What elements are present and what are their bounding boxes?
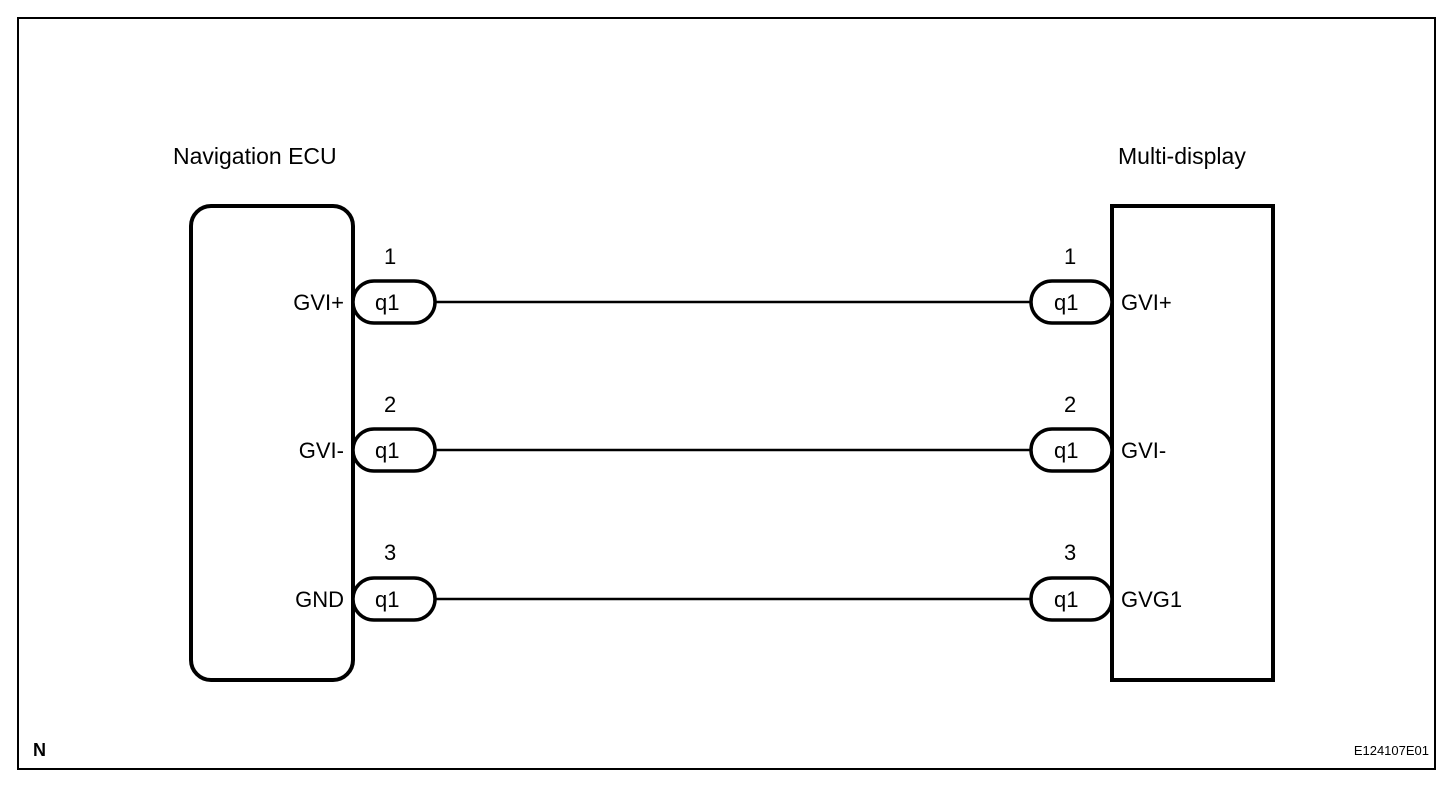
connector-right-1 [1029, 279, 1114, 325]
pin-number-right-3: 3 [1064, 540, 1077, 565]
connector-label-right-2: q1 [1054, 438, 1079, 463]
connector-left-2 [351, 427, 437, 473]
pin-number-right-2: 2 [1064, 392, 1077, 417]
pin-number-left-2: 2 [384, 392, 397, 417]
connector-label-left-3: q1 [375, 587, 400, 612]
connector-label-right-3: q1 [1054, 587, 1079, 612]
connector-right-2 [1029, 427, 1114, 473]
corner-mark: N [33, 740, 46, 760]
connector-left-3 [351, 576, 437, 622]
navigation-ecu-title: Navigation ECU [173, 143, 337, 169]
terminal-left-gvi-plus: GVI+ [293, 290, 344, 315]
connector-label-left-2: q1 [375, 438, 400, 463]
diagram-frame [17, 17, 1436, 770]
connector-label-left-1: q1 [375, 290, 400, 315]
terminal-right-gvi-minus: GVI- [1121, 438, 1167, 463]
connector-right-3 [1029, 576, 1114, 622]
figure-code: E124107E01 [1353, 743, 1429, 758]
terminal-left-gvi-minus: GVI- [298, 438, 344, 463]
connector-left-1 [351, 279, 437, 325]
pin-number-left-1: 1 [384, 244, 397, 269]
connector-label-right-1: q1 [1054, 290, 1079, 315]
pin-number-left-3: 3 [384, 540, 397, 565]
terminal-right-gvi-plus: GVI+ [1121, 290, 1172, 315]
pin-number-right-1: 1 [1064, 244, 1077, 269]
multi-display-title: Multi-display [1118, 143, 1246, 169]
terminal-right-gvg1: GVG1 [1121, 587, 1183, 612]
terminal-left-gnd: GND [295, 587, 344, 612]
